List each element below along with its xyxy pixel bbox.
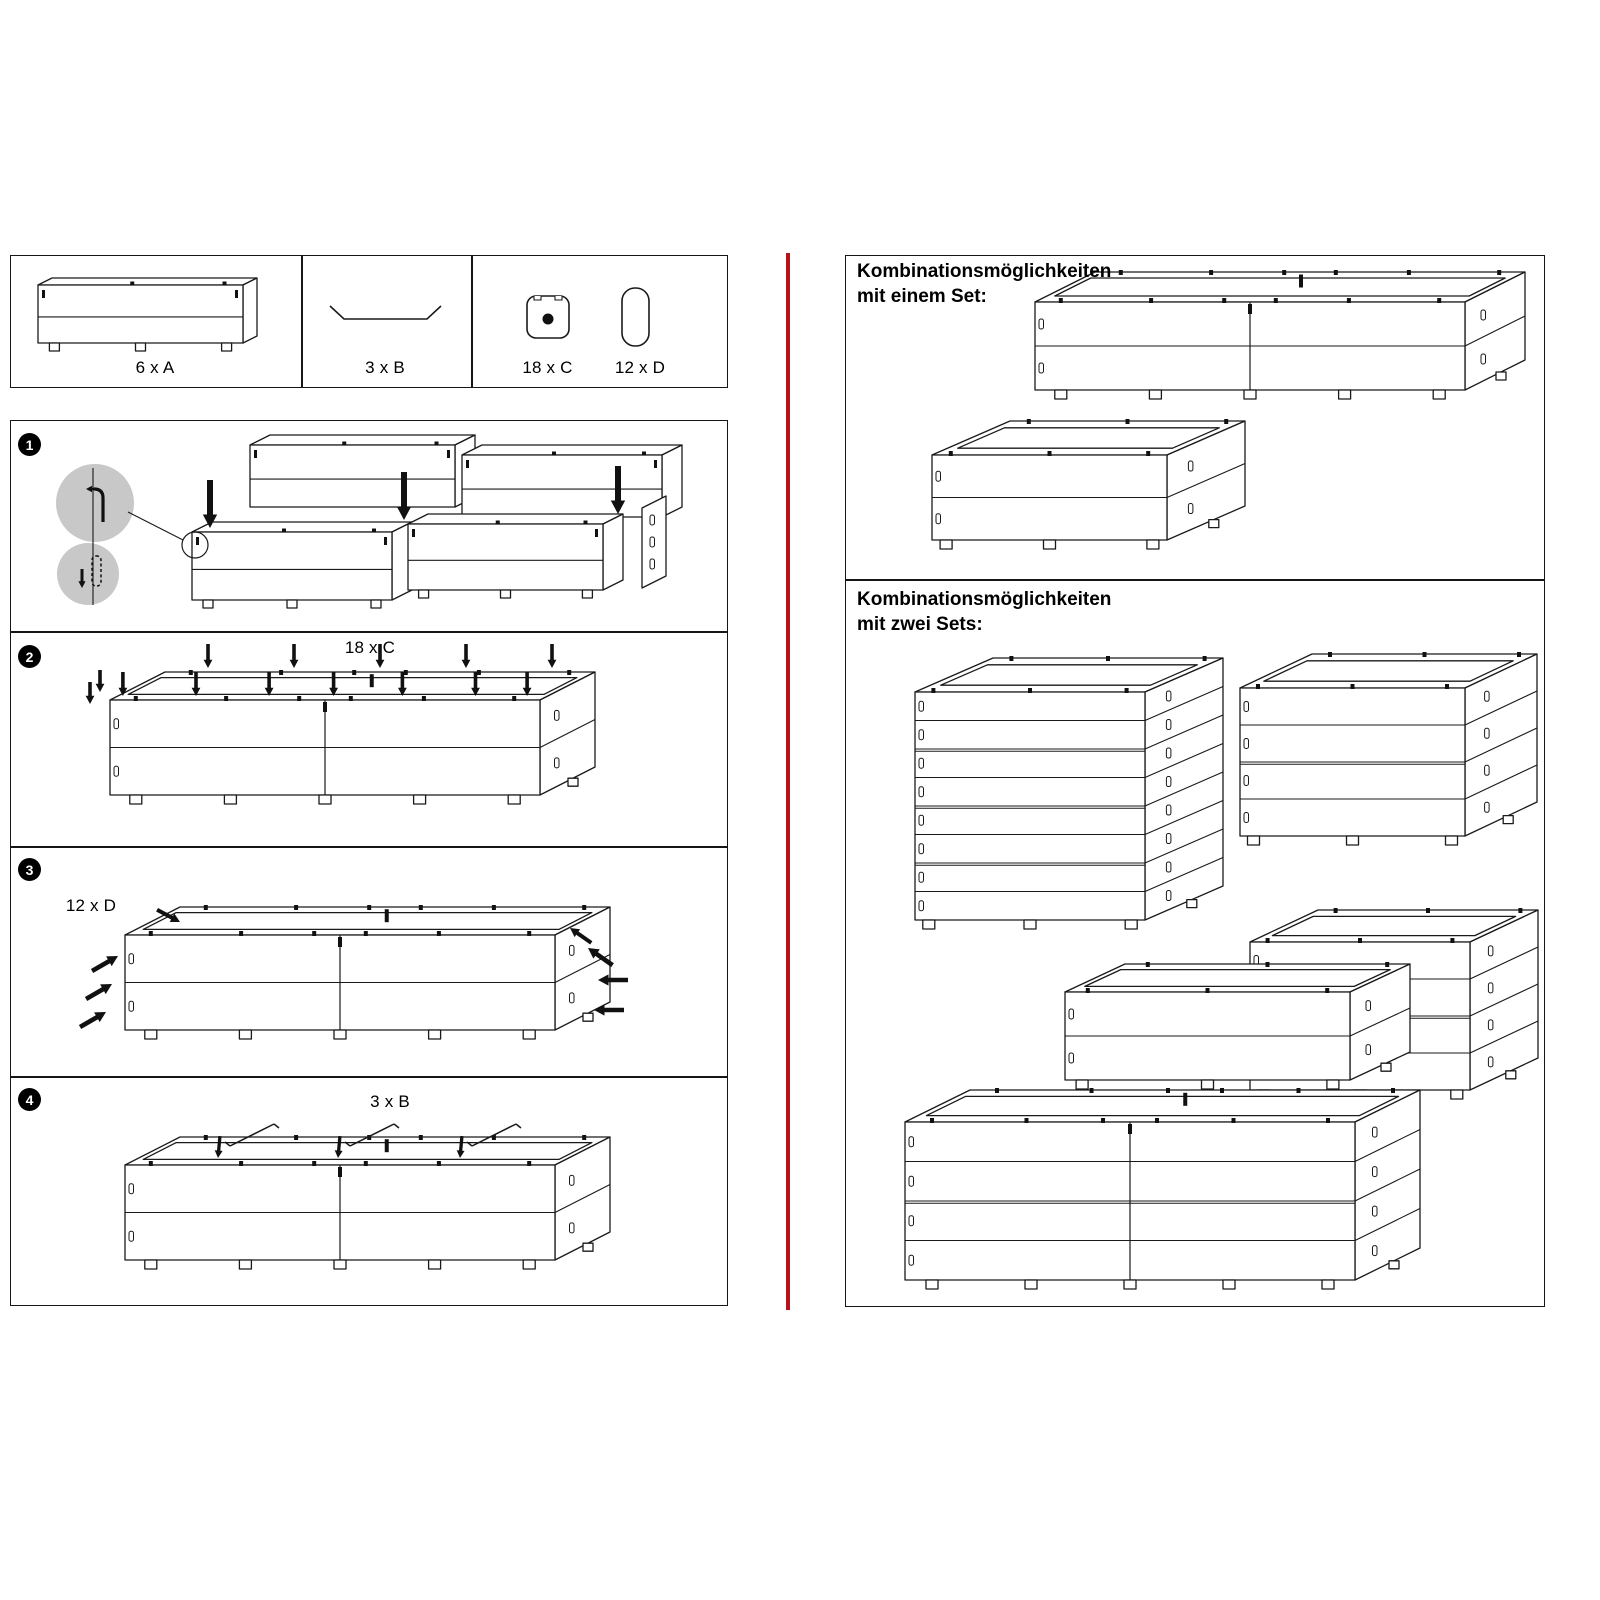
- step-3-badge: 3: [18, 858, 41, 881]
- step-2-part-label: 18 x C: [344, 638, 396, 657]
- one-set-title-line2: mit einem Set:: [857, 285, 987, 307]
- page-divider: [786, 253, 790, 1310]
- combinations-box-divider: [846, 579, 1544, 581]
- parts-box-divider-1: [301, 256, 303, 387]
- combinations-box: [845, 255, 1545, 1307]
- part-d-label: 12 x D: [614, 358, 666, 377]
- part-c-label: 18 x C: [522, 358, 573, 377]
- step-1-badge: 1: [18, 433, 41, 456]
- parts-box: [10, 255, 728, 388]
- part-a-label: 6 x A: [135, 358, 175, 377]
- steps-row-divider-1: [11, 631, 727, 633]
- step-4-part-label: 3 x B: [370, 1092, 410, 1111]
- steps-row-divider-2: [11, 846, 727, 848]
- two-set-title-line2: mit zwei Sets:: [857, 613, 983, 635]
- parts-box-divider-2: [471, 256, 473, 387]
- step-4-badge: 4: [18, 1088, 41, 1111]
- step-3-part-label: 12 x D: [65, 896, 117, 915]
- two-set-title-line1: Kombinationsmöglichkeiten: [857, 589, 1112, 610]
- part-b-label: 3 x B: [365, 358, 405, 377]
- steps-box: [10, 420, 728, 1306]
- one-set-title-line1: Kombinationsmöglichkeiten: [857, 261, 1112, 282]
- one-set-title: Kombinationsmöglichkeiten mit einem Set:: [857, 260, 1111, 309]
- two-set-title: Kombinationsmöglichkeiten mit zwei Sets:: [857, 588, 1111, 637]
- steps-row-divider-3: [11, 1076, 727, 1078]
- step-2-badge: 2: [18, 645, 41, 668]
